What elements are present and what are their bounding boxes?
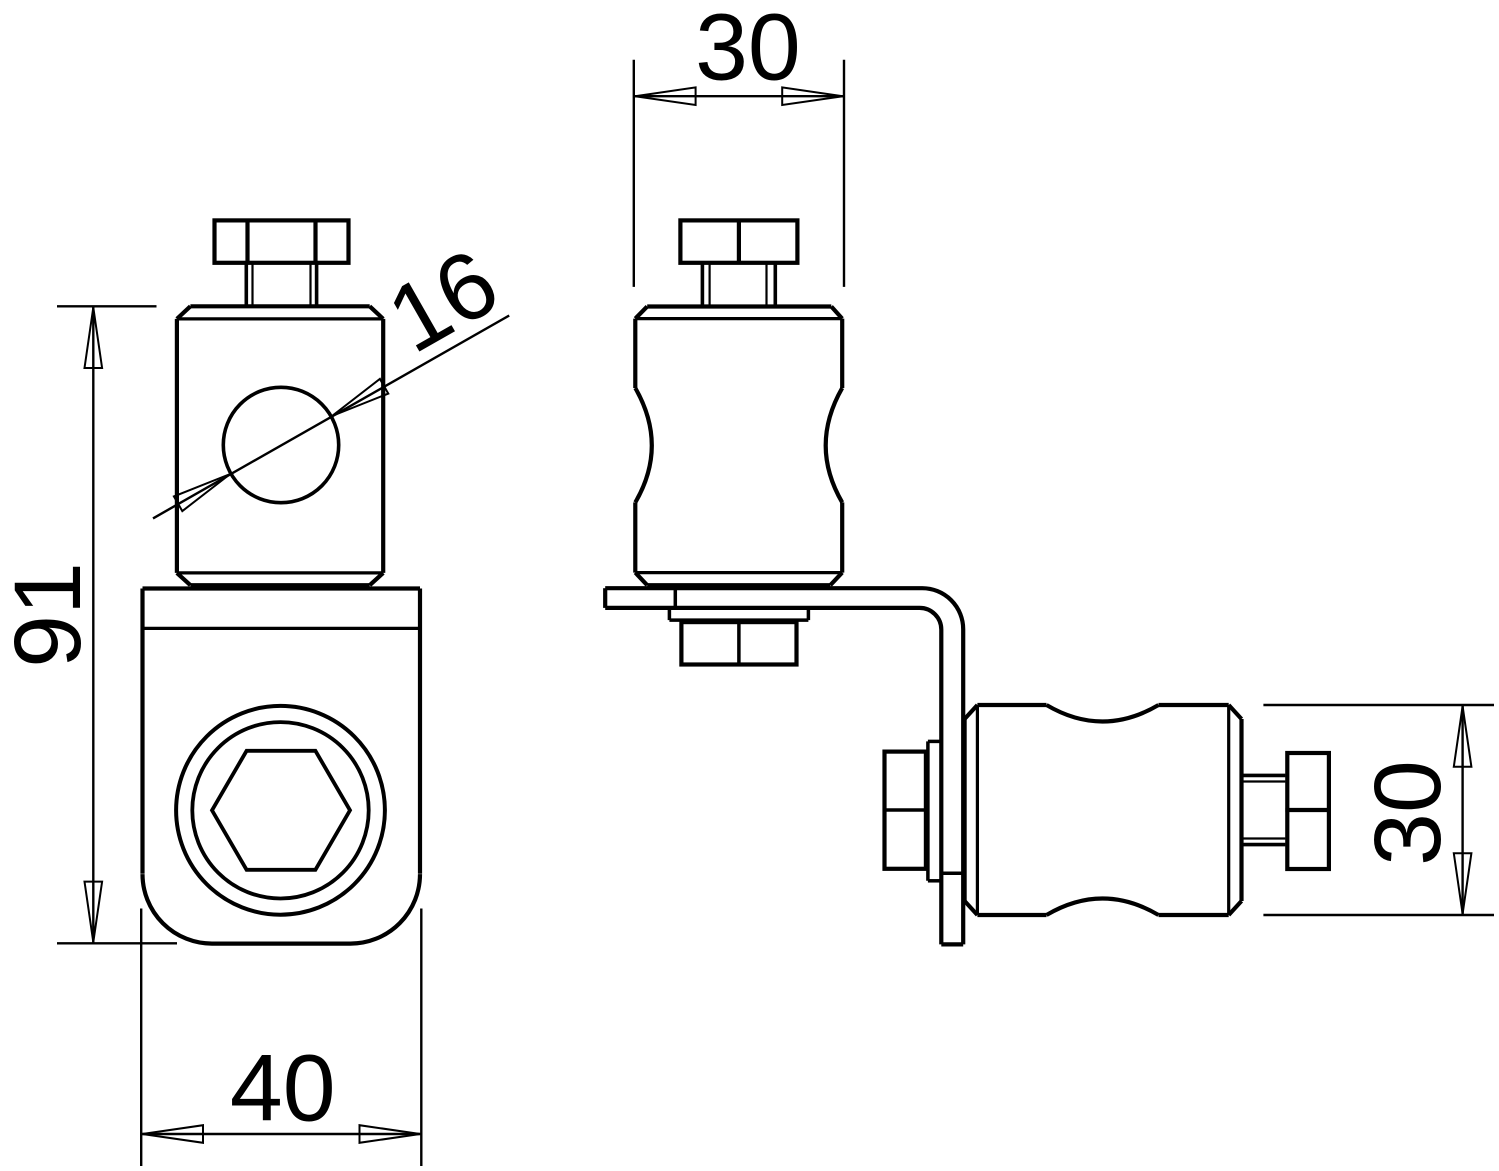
svg-text:30: 30 xyxy=(1355,760,1461,866)
svg-text:91: 91 xyxy=(0,562,101,668)
svg-text:40: 40 xyxy=(230,1036,336,1142)
svg-text:30: 30 xyxy=(695,0,801,100)
